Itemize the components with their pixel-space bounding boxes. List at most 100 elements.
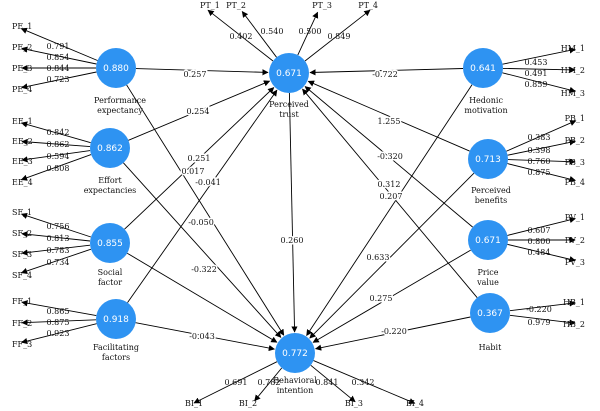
path-arrow-hm-bi bbox=[306, 84, 473, 337]
indicator-label-ff-1: FF_1 bbox=[12, 297, 32, 306]
indicator-label-hb-2: HB_2 bbox=[563, 320, 585, 329]
construct-node-pb bbox=[468, 139, 508, 179]
construct-label-hb-line-1: Habit bbox=[479, 343, 502, 352]
loading-label-pt-2: 0.540 bbox=[261, 27, 284, 36]
loading-label-pv-2: 0.800 bbox=[528, 237, 551, 246]
indicator-arrow-bi-2 bbox=[254, 367, 283, 402]
construct-label-pb-line-2: benefits bbox=[475, 196, 507, 205]
indicator-label-pv-2: PV_2 bbox=[565, 236, 585, 245]
indicator-label-pb-4: PB_4 bbox=[565, 178, 585, 187]
indicator-label-sf-4: SF_4 bbox=[12, 271, 32, 280]
indicator-label-ee-3: EE_3 bbox=[12, 157, 33, 166]
indicator-label-bi-1: BI_1 bbox=[185, 399, 203, 408]
loading-label-pb-2: 0.398 bbox=[528, 146, 551, 155]
construct-label-bi-line-2: intention bbox=[277, 386, 314, 395]
indicator-label-pt-3: PT_3 bbox=[312, 1, 332, 10]
indicator-label-hb-1: HB_1 bbox=[563, 298, 585, 307]
construct-label-bi-line-1: Behavioral bbox=[273, 376, 317, 385]
construct-label-pb-line-1: Perceived bbox=[471, 186, 511, 195]
loading-label-pb-4: 0.875 bbox=[528, 168, 551, 177]
construct-value-sf: 0.855 bbox=[97, 239, 123, 249]
indicator-arrow-ee-3 bbox=[21, 150, 91, 163]
path-coefficient-hm-bi: 0.207 bbox=[380, 192, 403, 201]
indicator-arrow-bi-4 bbox=[313, 360, 416, 405]
indicator-arrow-pt-3 bbox=[297, 11, 319, 56]
construct-value-ptr: 0.671 bbox=[276, 69, 302, 79]
indicator-arrow-hb-2 bbox=[509, 314, 576, 326]
path-coefficient-hb-ptr: 0.312 bbox=[378, 180, 401, 189]
indicator-arrow-pb-1 bbox=[506, 120, 577, 152]
indicator-arrow-ff-3 bbox=[21, 323, 97, 345]
indicator-arrow-pb-4 bbox=[507, 163, 576, 183]
indicator-label-hm-2: HM_2 bbox=[561, 66, 585, 75]
indicator-arrow-sf-2 bbox=[21, 231, 91, 242]
path-coefficient-ee-ptr: 0.254 bbox=[187, 107, 210, 116]
indicator-label-pb-3: PB_3 bbox=[565, 158, 585, 167]
indicator-arrow-bi-1 bbox=[193, 361, 278, 404]
path-coefficient-pe-bi: -0.041 bbox=[195, 178, 221, 187]
loading-label-pb-1: 0.383 bbox=[528, 133, 551, 142]
loading-label-ee-4: 0.808 bbox=[47, 164, 70, 173]
indicator-arrow-pt-2 bbox=[241, 10, 277, 58]
indicator-arrow-pt-1 bbox=[207, 9, 274, 62]
indicator-arrow-pv-3 bbox=[507, 243, 576, 263]
indicator-arrow-pe-1 bbox=[20, 27, 98, 61]
indicator-label-pt-1: PT_1 bbox=[200, 1, 220, 10]
path-coefficient-sf-bi: -0.322 bbox=[191, 265, 217, 274]
path-arrow-ee-bi bbox=[123, 162, 282, 338]
construct-label-ptr-line-1: Perceived bbox=[269, 100, 309, 109]
indicator-label-hm-1: HM_1 bbox=[561, 44, 585, 53]
indicator-label-ee-2: EE_2 bbox=[12, 137, 33, 146]
construct-label-hm-line-2: motivation bbox=[464, 106, 507, 115]
indicator-arrow-sf-4 bbox=[20, 248, 92, 274]
indicator-arrow-ee-1 bbox=[20, 121, 91, 144]
construct-node-pv bbox=[468, 220, 508, 260]
indicator-label-ff-3: FF_3 bbox=[12, 340, 32, 349]
construct-label-ee-line-2: expectancies bbox=[84, 186, 137, 195]
indicator-arrow-sf-3 bbox=[21, 244, 91, 256]
path-coefficient-pe-ptr: 0.257 bbox=[184, 70, 207, 79]
path-coefficient-pv-ptr: -0.320 bbox=[377, 152, 403, 161]
loading-label-ff-2: 0.875 bbox=[47, 318, 70, 327]
construct-label-sf-line-1: Social bbox=[98, 268, 123, 277]
indicator-arrow-hm-3 bbox=[502, 72, 576, 93]
indicator-arrow-pe-4 bbox=[21, 71, 97, 90]
construct-label-pe-line-1: Performance bbox=[94, 96, 146, 105]
path-coefficient-ptr-bi: 0.260 bbox=[281, 236, 304, 245]
indicator-label-bi-3: BI_3 bbox=[345, 399, 363, 408]
path-coefficient-hb-bi: -0.220 bbox=[381, 327, 407, 336]
construct-node-pe bbox=[96, 48, 136, 88]
construct-value-hm: 0.641 bbox=[470, 64, 496, 74]
loading-label-pt-3: 0.500 bbox=[299, 27, 322, 36]
construct-node-ee bbox=[90, 128, 130, 168]
loading-label-bi-1: 0.691 bbox=[225, 378, 248, 387]
construct-node-sf bbox=[90, 223, 130, 263]
construct-node-ff bbox=[96, 299, 136, 339]
indicator-arrow-ee-2 bbox=[21, 138, 91, 148]
construct-node-hb bbox=[470, 293, 510, 333]
loading-label-pb-3: 0.760 bbox=[528, 157, 551, 166]
construct-label-pe-line-2: expectancy bbox=[97, 106, 143, 115]
loading-label-pv-3: 0.484 bbox=[528, 248, 551, 257]
indicator-label-sf-1: SF_1 bbox=[12, 208, 32, 217]
path-arrow-pv-bi bbox=[312, 249, 471, 343]
construct-label-ptr-line-2: trust bbox=[279, 110, 299, 119]
indicator-arrow-pe-2 bbox=[21, 46, 97, 65]
path-arrow-ptr-bi bbox=[288, 92, 298, 333]
indicator-label-pv-1: PV_1 bbox=[565, 213, 585, 222]
construct-value-pb: 0.713 bbox=[475, 155, 501, 165]
path-arrow-pb-bi bbox=[309, 172, 475, 339]
loading-label-pe-1: 0.791 bbox=[47, 42, 70, 51]
construct-node-bi bbox=[275, 333, 315, 373]
construct-node-hm bbox=[463, 48, 503, 88]
construct-value-hb: 0.367 bbox=[477, 309, 503, 319]
path-coefficient-ee-bi: -0.050 bbox=[188, 218, 214, 227]
indicator-label-bi-2: BI_2 bbox=[239, 399, 257, 408]
loading-label-bi-3: 0.841 bbox=[316, 378, 339, 387]
edge-layer bbox=[20, 9, 577, 405]
indicator-label-bi-4: BI_4 bbox=[406, 399, 424, 408]
node-layer bbox=[90, 48, 510, 373]
indicator-label-pe-4: PE_4 bbox=[12, 85, 32, 94]
indicator-arrow-bi-3 bbox=[310, 364, 356, 403]
